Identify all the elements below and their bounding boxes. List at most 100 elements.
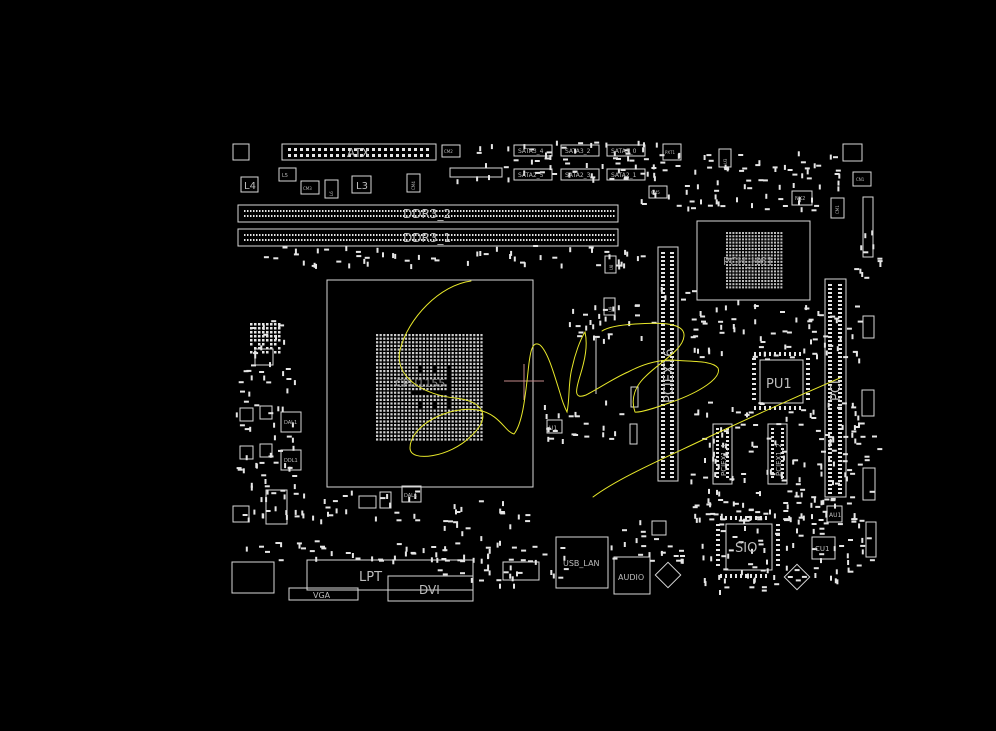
passive-pad: [523, 144, 526, 150]
mosfet-ddl1[interactable]: [280, 449, 302, 471]
header-strip[interactable]: [449, 167, 503, 178]
pci-pin: [838, 388, 842, 390]
component-l6[interactable]: [324, 179, 339, 199]
cpu-pad: [469, 402, 472, 405]
passive-pad: [699, 356, 705, 359]
component-mid-2[interactable]: [630, 386, 639, 408]
usb-lan-connector[interactable]: [555, 536, 609, 589]
sata-connector-2[interactable]: [560, 144, 600, 157]
connector-cn1[interactable]: [852, 171, 872, 187]
capacitor-cm4[interactable]: [406, 173, 421, 193]
component-bottom-2[interactable]: [379, 491, 392, 509]
passive-pad: [835, 482, 840, 485]
right-edge-header[interactable]: [862, 196, 874, 258]
inductor-l3[interactable]: [351, 175, 372, 194]
passive-pad: [266, 381, 272, 384]
component-left-5[interactable]: [265, 489, 288, 525]
ddr2-pin: [451, 215, 453, 217]
passive-pad: [763, 512, 769, 515]
cpu-pad: [440, 370, 443, 373]
mount-pad-bottom-left[interactable]: [232, 505, 250, 523]
ddr2-pin: [274, 210, 276, 212]
component-pxt1[interactable]: [662, 143, 682, 161]
passive-pad: [513, 583, 515, 589]
pu1-pin: [789, 406, 791, 410]
cpu-pad: [379, 388, 382, 391]
pciex16-slot[interactable]: [657, 246, 679, 482]
dvi-connector[interactable]: [387, 575, 474, 602]
chip-u1[interactable]: [546, 419, 563, 434]
label-ddr3-2: DDR3_2: [403, 207, 451, 221]
sata-connector-5[interactable]: [560, 168, 600, 181]
component-mid-1[interactable]: [629, 423, 638, 445]
cpu-pad: [415, 398, 418, 401]
ddr2-pin: [547, 210, 549, 212]
pci-slot[interactable]: [824, 278, 847, 498]
pcie16-pin: [670, 388, 674, 390]
ddr3-slot-2[interactable]: [237, 204, 619, 223]
vga-connector[interactable]: [288, 587, 359, 601]
ddr1-pin: [496, 234, 498, 236]
cpu-pad: [383, 334, 386, 337]
pu1-chip[interactable]: [759, 359, 804, 404]
right-edge-header-3[interactable]: [862, 467, 876, 501]
cpu-pad: [404, 424, 407, 427]
passive-pad: [820, 471, 823, 477]
component-left-4[interactable]: [259, 443, 273, 458]
atx-pin: [426, 148, 429, 151]
right-edge-header-4[interactable]: [861, 389, 875, 417]
pch-pad: [745, 283, 748, 286]
ps2-connector[interactable]: [231, 561, 275, 594]
passive-pad: [648, 552, 651, 558]
ddr1-pin: [346, 234, 348, 236]
capacitor-cm2[interactable]: [441, 144, 461, 158]
atx-pin: [318, 148, 321, 151]
cpu-pad: [386, 377, 389, 380]
component-u9[interactable]: [603, 297, 616, 316]
capacitor-cm1[interactable]: [830, 197, 845, 219]
passive-pad: [265, 550, 270, 553]
component-left-1[interactable]: [239, 407, 254, 422]
passive-pad: [667, 194, 670, 200]
cpu-pad: [379, 370, 382, 373]
passive-pad: [853, 425, 856, 431]
component-square[interactable]: [651, 520, 667, 536]
sata-connector-3[interactable]: [606, 144, 646, 157]
right-edge-header-5[interactable]: [862, 315, 875, 339]
component-l5[interactable]: [278, 167, 297, 182]
diamond-part-1[interactable]: [654, 561, 682, 589]
pci-pin: [838, 332, 842, 334]
cpu-socket-outline[interactable]: [326, 279, 534, 488]
ddr3-slot-1[interactable]: [237, 228, 619, 247]
cpu-pad: [376, 373, 379, 376]
component-bottom-1[interactable]: [358, 495, 377, 509]
capacitor-cm5[interactable]: [648, 185, 668, 199]
right-edge-header-2[interactable]: [865, 521, 877, 558]
pcie16-pin: [670, 344, 674, 346]
passive-pad: [748, 411, 754, 414]
inductor-l4[interactable]: [240, 176, 259, 193]
pch-outline[interactable]: [696, 220, 811, 301]
sata-connector-1[interactable]: [513, 144, 553, 157]
atx-connector[interactable]: [281, 143, 437, 161]
usb-header[interactable]: [502, 561, 540, 581]
passive-pad: [714, 458, 717, 464]
cpu-pad: [455, 352, 458, 355]
diamond-part-2[interactable]: [783, 563, 811, 591]
mount-pad-top-right[interactable]: [842, 143, 863, 162]
audio-connector[interactable]: [613, 556, 651, 595]
mount-pad-top-left[interactable]: [232, 143, 250, 161]
passive-pad: [735, 426, 741, 429]
cpu-pad: [480, 420, 483, 423]
ddr2-pin: [262, 215, 264, 217]
sata-connector-4[interactable]: [513, 168, 553, 181]
passive-pad: [707, 204, 713, 207]
mosfet-dal1-left[interactable]: [280, 411, 302, 433]
lpt-connector[interactable]: [306, 559, 474, 591]
bga-pad: [266, 323, 269, 326]
mosfet-dal1[interactable]: [401, 485, 422, 503]
ddr2-pin: [493, 215, 495, 217]
sio-chip[interactable]: [725, 523, 773, 571]
capacitor-cm3[interactable]: [300, 180, 320, 195]
